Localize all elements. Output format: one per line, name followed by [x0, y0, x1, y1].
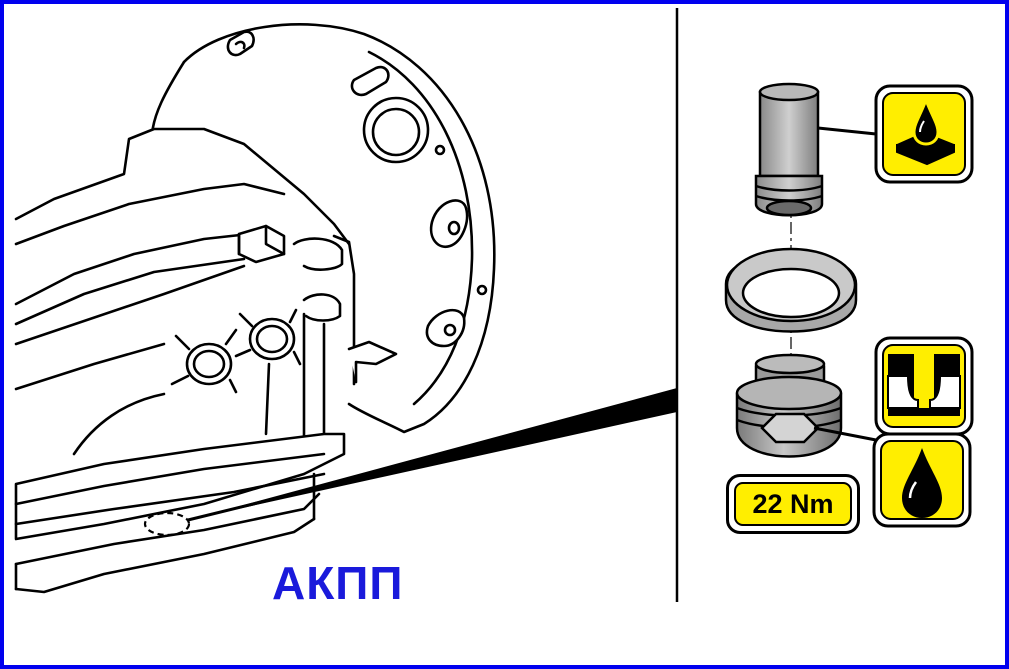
hex-socket — [760, 412, 820, 444]
diagram-canvas — [14, 8, 974, 602]
flange-hole-top — [226, 30, 255, 57]
oil-icon — [874, 84, 974, 184]
sealing-ring — [724, 247, 858, 333]
callout-wedge — [188, 388, 677, 520]
mount-bracket — [347, 340, 398, 384]
cooler-fitting-2 — [234, 308, 302, 366]
oil-pan — [14, 432, 346, 541]
torque-badge: 22 Nm — [726, 474, 860, 534]
sleeve-part — [754, 82, 824, 217]
transmission-drawing — [14, 23, 496, 594]
diagram-title: АКПП — [272, 557, 404, 609]
drain-plug-location — [143, 511, 191, 537]
torque-value: 22 Nm — [734, 482, 852, 526]
flange-hole-upper — [350, 65, 390, 97]
drain-plug — [735, 353, 843, 458]
oil-drop-icon — [872, 432, 972, 528]
cooler-fitting-1 — [170, 328, 238, 394]
seal-icon — [874, 336, 974, 436]
